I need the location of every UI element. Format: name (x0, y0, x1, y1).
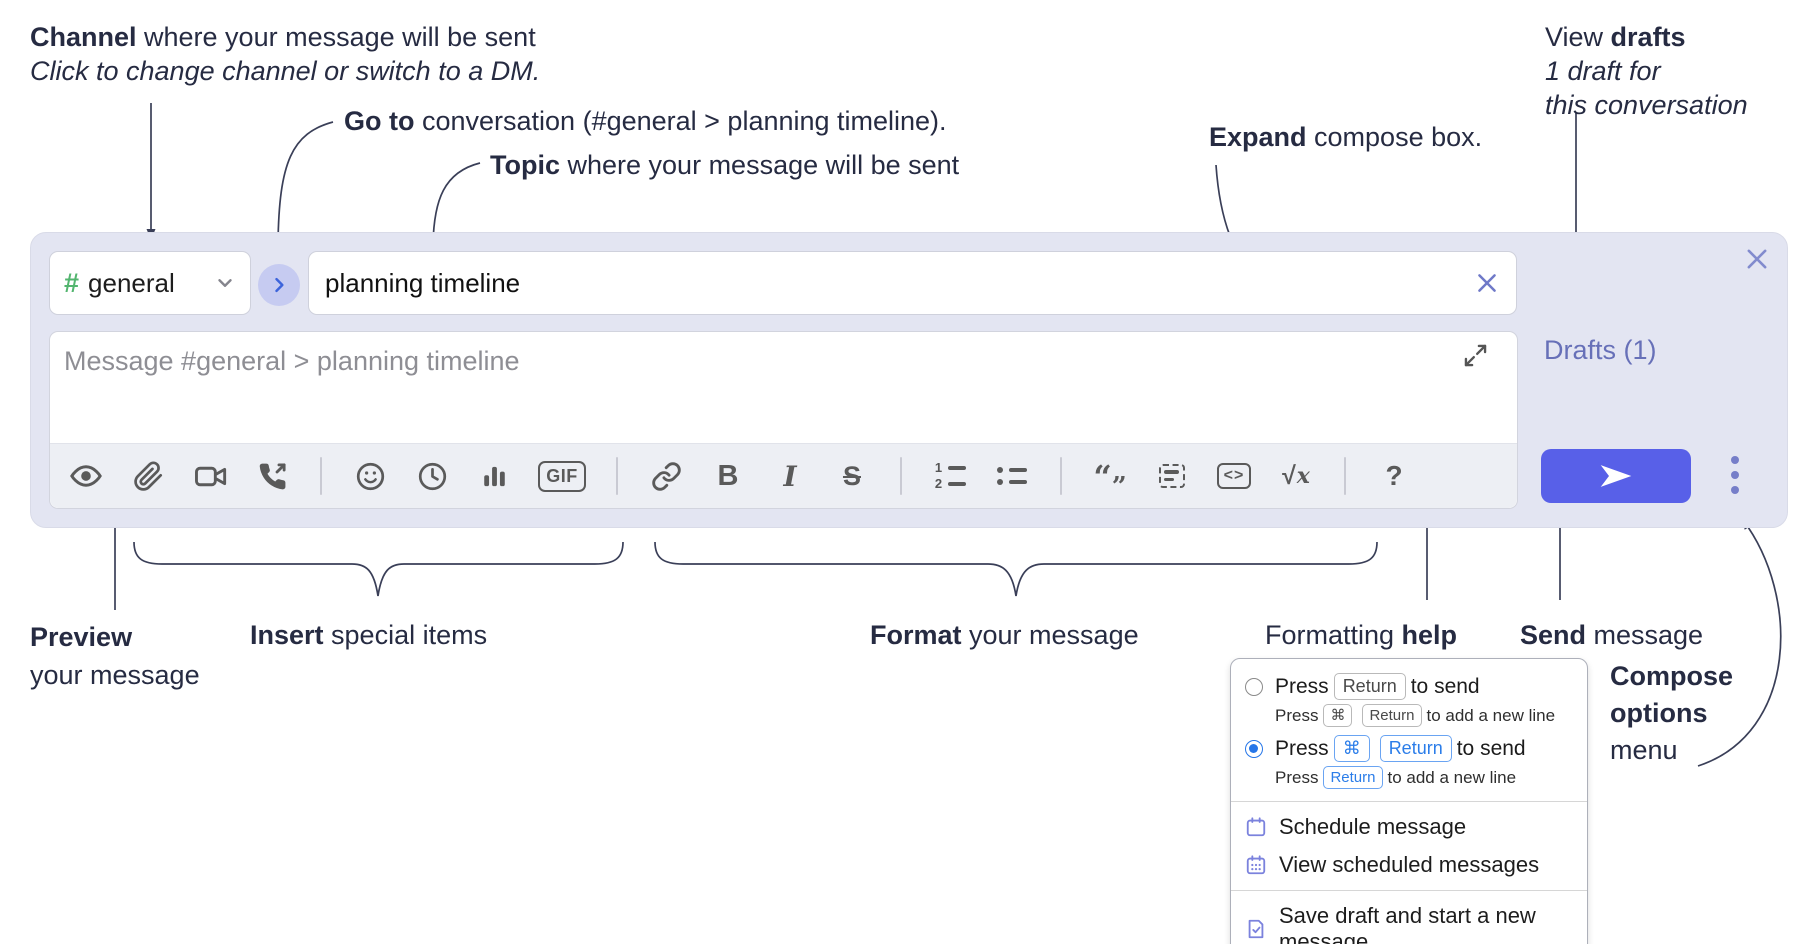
message-placeholder: Message #general > planning timeline (64, 346, 520, 376)
return-key: Return (1379, 735, 1452, 762)
gif-button[interactable]: GIF (534, 454, 590, 498)
save-draft-icon (1248, 919, 1264, 939)
spoiler-button[interactable] (1150, 454, 1194, 498)
insert-annotation: Insert special items (250, 620, 488, 650)
formatting-help-annotation: Formatting help (1265, 620, 1458, 650)
gif-icon: GIF (538, 460, 586, 492)
italic-icon: I (783, 459, 797, 493)
attach-file-button[interactable] (126, 454, 170, 498)
send-annotation: Send message (1520, 620, 1704, 650)
cmd-key: ⌘ (1333, 735, 1370, 762)
radio-unselected-icon[interactable] (1245, 678, 1263, 696)
menu-item-save-draft-new-message[interactable]: Save draft and start a new message (1231, 897, 1587, 944)
send-icon (1600, 465, 1632, 487)
eye-icon (70, 465, 102, 487)
expand-annotation: Expand compose box. (1209, 122, 1483, 152)
toolbar-divider (1060, 457, 1062, 495)
calendar-icon (1246, 817, 1266, 837)
poll-button[interactable] (472, 454, 516, 498)
bulleted-list-button[interactable] (990, 454, 1034, 498)
menu-option-cmd-return-to-send[interactable]: Press ⌘ Return to send Press Return to a… (1231, 733, 1587, 795)
strikethrough-icon: S (842, 460, 861, 491)
channel-selector[interactable]: # general (49, 251, 251, 315)
dots-icon (1731, 456, 1739, 464)
chevron-down-icon (218, 279, 232, 287)
numbered-list-button[interactable]: 1 2 (928, 454, 972, 498)
voice-call-button[interactable] (250, 454, 294, 498)
video-call-button[interactable] (188, 454, 232, 498)
spoiler-icon (1159, 464, 1185, 488)
channel-name: general (88, 267, 175, 298)
menu-item-schedule-message[interactable]: Schedule message (1231, 808, 1587, 846)
cmd-key: ⌘ (1323, 704, 1353, 727)
strikethrough-button[interactable]: S (830, 454, 874, 498)
link-button[interactable] (644, 454, 688, 498)
phone-call-icon (259, 462, 286, 489)
italic-button[interactable]: I (768, 454, 812, 498)
return-key: Return (1323, 766, 1383, 789)
menu-separator (1231, 801, 1587, 802)
bold-icon: B (717, 459, 739, 492)
radio-selected-icon[interactable] (1245, 740, 1263, 758)
quote-button[interactable]: “ ” (1088, 454, 1132, 500)
link-icon (651, 461, 681, 491)
topic-input[interactable]: planning timeline (308, 251, 1517, 315)
message-input[interactable]: Message #general > planning timeline (49, 331, 1518, 509)
compose-options-menu: Press Return to send Press ⌘ Return to a… (1230, 658, 1588, 944)
compose-box: # general planning timeline Drafts (1) M… (30, 232, 1788, 528)
channel-hash-icon: # (64, 267, 80, 298)
bar-chart-icon (483, 466, 505, 486)
go-to-conversation-button[interactable] (258, 264, 300, 306)
math-button[interactable]: √x (1274, 454, 1318, 498)
format-annotation: Format your message (870, 620, 1139, 650)
bold-button[interactable]: B (706, 454, 750, 498)
compose-toolbar: GIF B I S 1 (50, 443, 1517, 508)
drafts-link[interactable]: Drafts (1) (1544, 335, 1657, 365)
compose-options-annotation: Compose options menu (1610, 661, 1734, 765)
preview-button[interactable] (64, 454, 108, 498)
compose-options-button[interactable] (1715, 447, 1755, 503)
code-button[interactable]: <> (1212, 454, 1256, 498)
toolbar-divider (616, 457, 618, 495)
toolbar-divider (900, 457, 902, 495)
brace-insert (133, 541, 624, 597)
toolbar-divider (320, 457, 322, 495)
expand-compose-icon[interactable] (1462, 342, 1489, 369)
send-button[interactable] (1541, 449, 1691, 503)
menu-separator (1231, 890, 1587, 891)
goto-annotation: Go to conversation (#general > planning … (344, 106, 947, 136)
emoji-button[interactable] (348, 454, 392, 498)
math-icon: √ (1282, 461, 1296, 490)
channel-annotation-line2: Click to change channel or switch to a D… (30, 56, 541, 86)
numbered-list-icon: 1 2 (934, 461, 966, 490)
time-button[interactable] (410, 454, 454, 498)
channel-annotation: Channel where your message will be sent … (30, 20, 540, 88)
video-camera-icon (194, 466, 226, 486)
smiley-icon (356, 462, 384, 490)
channel-annotation-bold: Channel (30, 22, 137, 52)
menu-item-view-scheduled-messages[interactable]: View scheduled messages (1231, 846, 1587, 884)
topic-value: planning timeline (325, 267, 521, 298)
chevron-right-icon (275, 277, 284, 293)
close-compose-icon[interactable] (1743, 245, 1771, 273)
menu-option-return-to-send[interactable]: Press Return to send Press ⌘ Return to a… (1231, 671, 1587, 733)
formatting-help-button[interactable]: ? (1372, 454, 1416, 498)
arrow-goto (273, 121, 334, 246)
code-icon: <> (1216, 463, 1252, 489)
return-key: Return (1362, 704, 1422, 727)
help-icon: ? (1385, 460, 1403, 491)
bulleted-list-icon (997, 467, 1027, 485)
paperclip-icon (133, 460, 162, 491)
clear-topic-icon[interactable] (1474, 270, 1500, 296)
return-key: Return (1333, 673, 1406, 700)
brace-format (654, 541, 1378, 597)
clock-icon (418, 462, 446, 490)
channel-annotation-rest: where your message will be sent (136, 22, 536, 52)
drafts-annotation: View drafts 1 draft for this conversatio… (1545, 22, 1748, 120)
preview-annotation: Preview your message (30, 622, 200, 690)
topic-annotation: Topic where your message will be sent (490, 150, 960, 180)
calendar-days-icon (1246, 855, 1266, 875)
toolbar-divider (1344, 457, 1346, 495)
quote-icon: “ (1093, 458, 1112, 496)
